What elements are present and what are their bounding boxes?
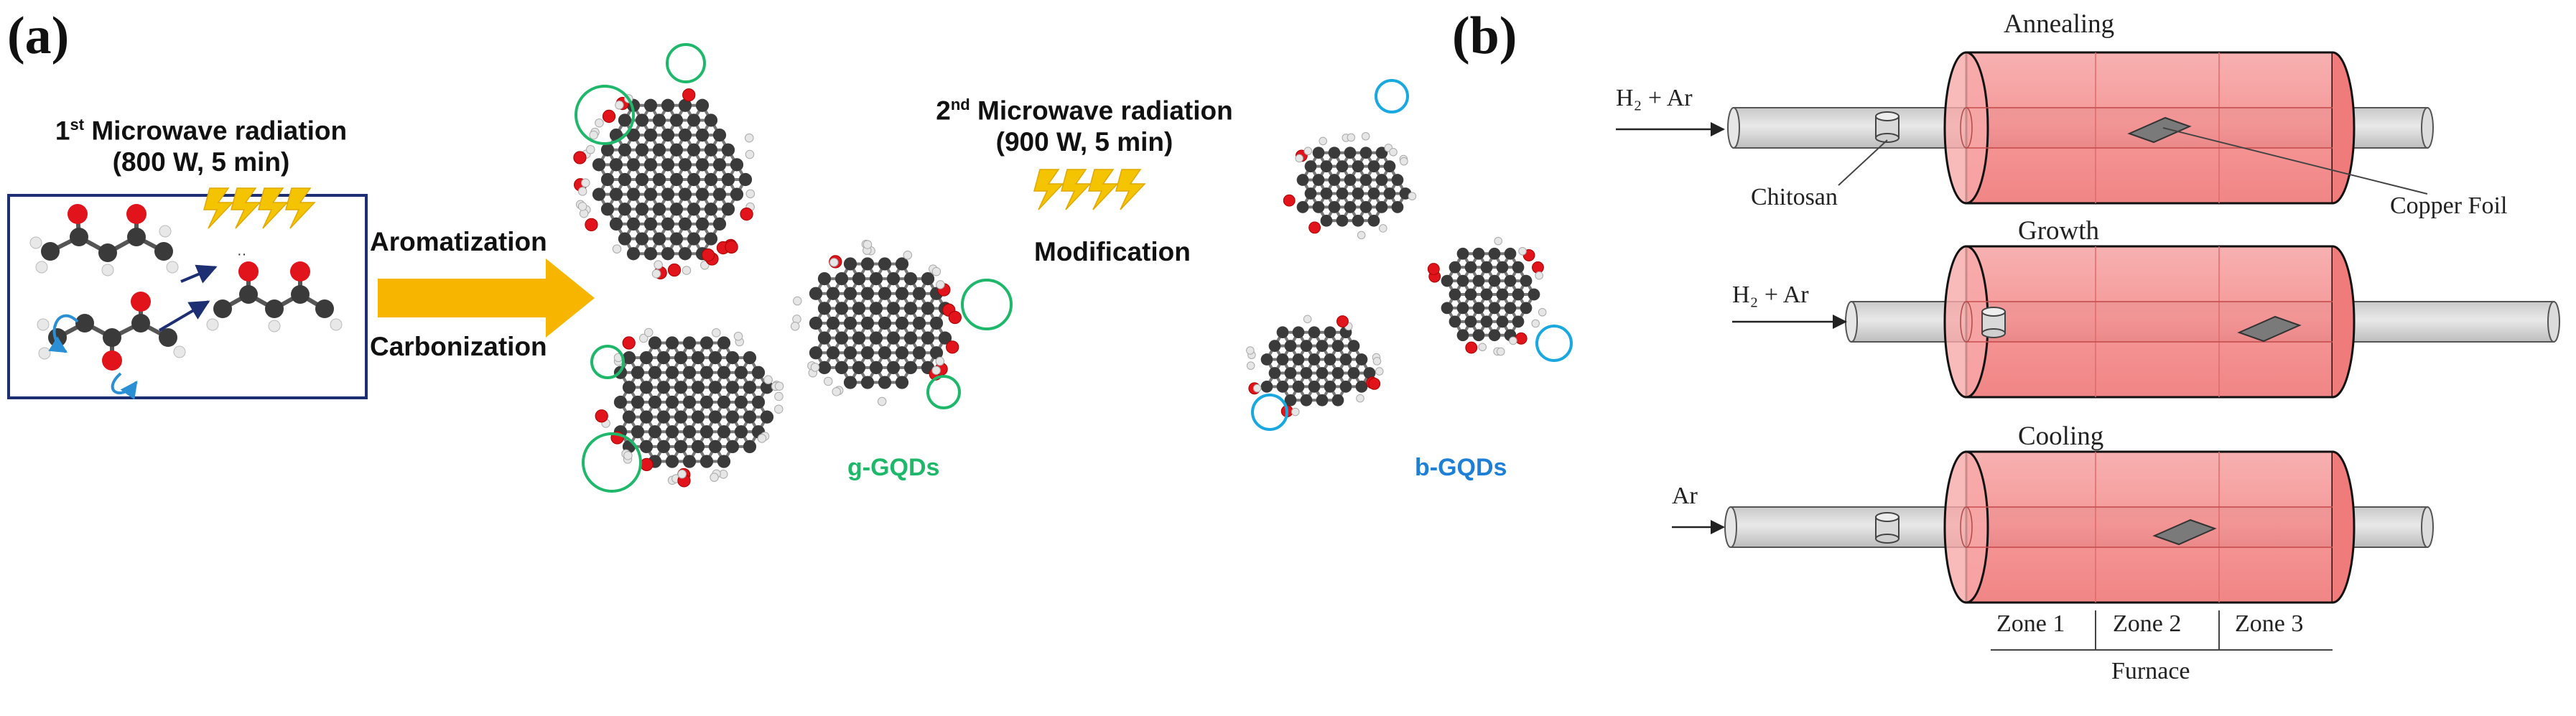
copper-foil-icon xyxy=(2152,519,2217,546)
furnace-stage-growth xyxy=(1845,245,2560,399)
chitosan-boat-icon xyxy=(1875,111,1900,143)
step2-ordinal: 2 xyxy=(936,96,951,126)
chitosan-boat-icon xyxy=(1981,307,2006,338)
g-gqd-molecule-right xyxy=(790,239,962,406)
zone-scale xyxy=(1991,610,2333,651)
copper-foil-icon xyxy=(2127,116,2192,144)
lightning-icon-step1 xyxy=(203,187,316,229)
step1-title-text: Microwave radiation xyxy=(84,116,348,146)
g-gqd-molecule-top xyxy=(573,88,755,280)
copper-foil-callout-line xyxy=(2162,127,2428,195)
b-gqd-molecule-top xyxy=(1283,131,1417,240)
stage-title-cooling: Cooling xyxy=(2018,422,2104,451)
panel-label-b: (b) xyxy=(1452,6,1517,65)
step2-title-text: Microwave radiation xyxy=(970,96,1233,126)
chitosan-callout-line xyxy=(1838,139,1888,186)
step2-conditions: (900 W, 5 min) xyxy=(995,127,1173,157)
aromatization-label: Aromatization xyxy=(370,227,547,256)
b-gqds-label: b-GQDs xyxy=(1415,454,1507,481)
carbonization-label: Carbonization xyxy=(370,332,547,361)
step2-title: 2nd Microwave radiation (900 W, 5 min) xyxy=(905,89,1264,158)
step1-ordinal: 1 xyxy=(55,116,70,146)
step1-title: 1st Microwave radiation (800 W, 5 min) xyxy=(43,109,359,178)
step1-ordinal-sup: st xyxy=(70,116,85,134)
svg-text:··: ·· xyxy=(237,246,246,262)
aromatization-arrow xyxy=(378,259,595,338)
precursor-molecules: ·· xyxy=(29,204,343,400)
modification-label: Modification xyxy=(1034,237,1191,266)
cvd-furnace-diagrams xyxy=(1724,51,2560,604)
gas-label-annealing: H₂ + Ar xyxy=(1616,85,1693,111)
zone-2-label: Zone 2 xyxy=(2113,610,2182,637)
gas-label-cooling: Ar xyxy=(1672,483,1698,509)
furnace-stage-annealing xyxy=(1727,51,2434,205)
copper-foil-label: Copper Foil xyxy=(2390,192,2508,219)
zone-1-label: Zone 1 xyxy=(1996,610,2065,637)
panel-label-a: (a) xyxy=(7,6,70,65)
step1-conditions: (800 W, 5 min) xyxy=(112,147,290,177)
gqd-molecules xyxy=(573,88,1547,488)
lightning-icon-step2 xyxy=(1033,169,1146,210)
stage-title-annealing: Annealing xyxy=(2004,9,2115,39)
b-gqd-molecule-left xyxy=(1246,315,1384,418)
gas-label-growth: H₂ + Ar xyxy=(1732,282,1809,308)
zone-3-label: Zone 3 xyxy=(2235,610,2304,637)
furnace-label: Furnace xyxy=(2111,658,2190,684)
copper-foil-icon xyxy=(2237,315,2302,343)
g-gqd-molecule-bottom xyxy=(595,327,784,488)
step2-ordinal-sup: nd xyxy=(950,96,970,113)
b-gqd-molecule-right xyxy=(1427,236,1547,356)
stage-title-growth: Growth xyxy=(2018,216,2100,246)
chitosan-boat-icon xyxy=(1875,512,1900,544)
chitosan-label: Chitosan xyxy=(1751,184,1838,210)
g-gqds-label: g-GQDs xyxy=(847,454,940,481)
b-gqds-functional-group-highlights xyxy=(1251,79,1573,431)
furnace-stage-cooling xyxy=(1724,450,2434,604)
reaction-box xyxy=(7,194,368,399)
g-gqds-functional-group-highlights xyxy=(575,43,1013,493)
